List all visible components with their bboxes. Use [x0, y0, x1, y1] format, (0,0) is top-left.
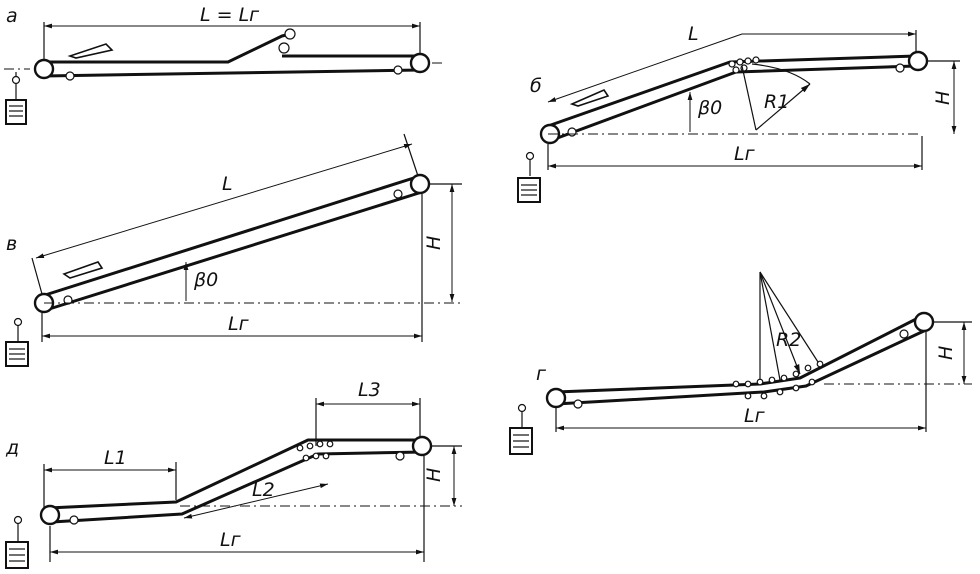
dim-label-Lg-v: Lг	[228, 313, 250, 335]
angle-label-b: β0	[697, 97, 722, 119]
radius-line-R2	[759, 271, 801, 375]
dim-label-L1-d: L1	[104, 447, 127, 469]
dim-line-L-v	[35, 143, 413, 259]
belt-upper-g	[555, 314, 923, 394]
dim-label-Lg-g: Lг	[744, 405, 766, 427]
belt-upper-a	[44, 32, 291, 64]
cargo-load-v	[62, 261, 104, 279]
panel-d-letter: д	[5, 437, 19, 459]
radius-label-R1: R1	[764, 91, 789, 113]
dim-label-H-b: H	[932, 91, 954, 105]
radius-line-R1	[755, 83, 811, 131]
head-pulley-d	[411, 435, 433, 457]
tail-pulley-a	[33, 58, 55, 80]
head-pulley-g	[913, 311, 935, 333]
belt-upper-d	[47, 438, 420, 510]
dim-label-Lg-b: Lг	[734, 143, 756, 165]
dim-label-Lg-d: Lг	[220, 529, 242, 551]
cargo-load-a	[67, 43, 114, 59]
cargo-load-b	[569, 88, 610, 107]
head-pulley-a	[409, 52, 431, 74]
tail-pulley-d	[39, 504, 61, 526]
dim-label-L3-d: L3	[358, 379, 381, 401]
dim-label-H-g: H	[935, 346, 957, 360]
tripper-pulley-a2	[284, 28, 296, 40]
dim-line-L-b	[547, 33, 743, 103]
tripper-pulley-a1	[278, 42, 290, 54]
panel-b-letter: б	[530, 75, 542, 97]
panel-g-letter: г	[536, 363, 547, 385]
belt-upper-v	[41, 174, 421, 298]
snub-roller-a2	[393, 65, 403, 75]
head-pulley-v	[409, 173, 431, 195]
radius-label-R2: R2	[776, 329, 801, 351]
dim-label-L2-d: L2	[252, 479, 275, 501]
panel-d: д L1 L3 L2 H Lг	[5, 379, 462, 569]
panel-a-letter: а	[6, 5, 18, 27]
dim-label-H-d: H	[423, 468, 445, 482]
panel-a: а L = Lг	[4, 4, 446, 125]
panel-v-letter: в	[6, 233, 17, 255]
counterweight-a	[5, 99, 27, 125]
angle-label-v: β0	[193, 269, 218, 291]
dim-label-L-a: L = Lг	[200, 4, 260, 26]
panel-g: г R2 H Lг	[509, 271, 972, 455]
dim-label-L-v: L	[222, 173, 233, 195]
head-pulley-b	[907, 50, 929, 72]
belt-lower-v	[45, 190, 423, 312]
dim-label-H-v: H	[423, 236, 445, 250]
belt-lower-b	[551, 64, 917, 142]
dim-label-L-b: L	[688, 23, 699, 45]
belt-lower-g	[555, 328, 927, 406]
panel-v: в L β0 H Lг	[5, 133, 462, 367]
belt-lower-a	[43, 68, 421, 78]
panel-b: б L R1 β0 H Lг	[517, 23, 960, 203]
tail-pulley-g	[545, 387, 567, 409]
dim-line-L2-d	[183, 483, 329, 519]
snub-roller-a	[65, 71, 75, 81]
